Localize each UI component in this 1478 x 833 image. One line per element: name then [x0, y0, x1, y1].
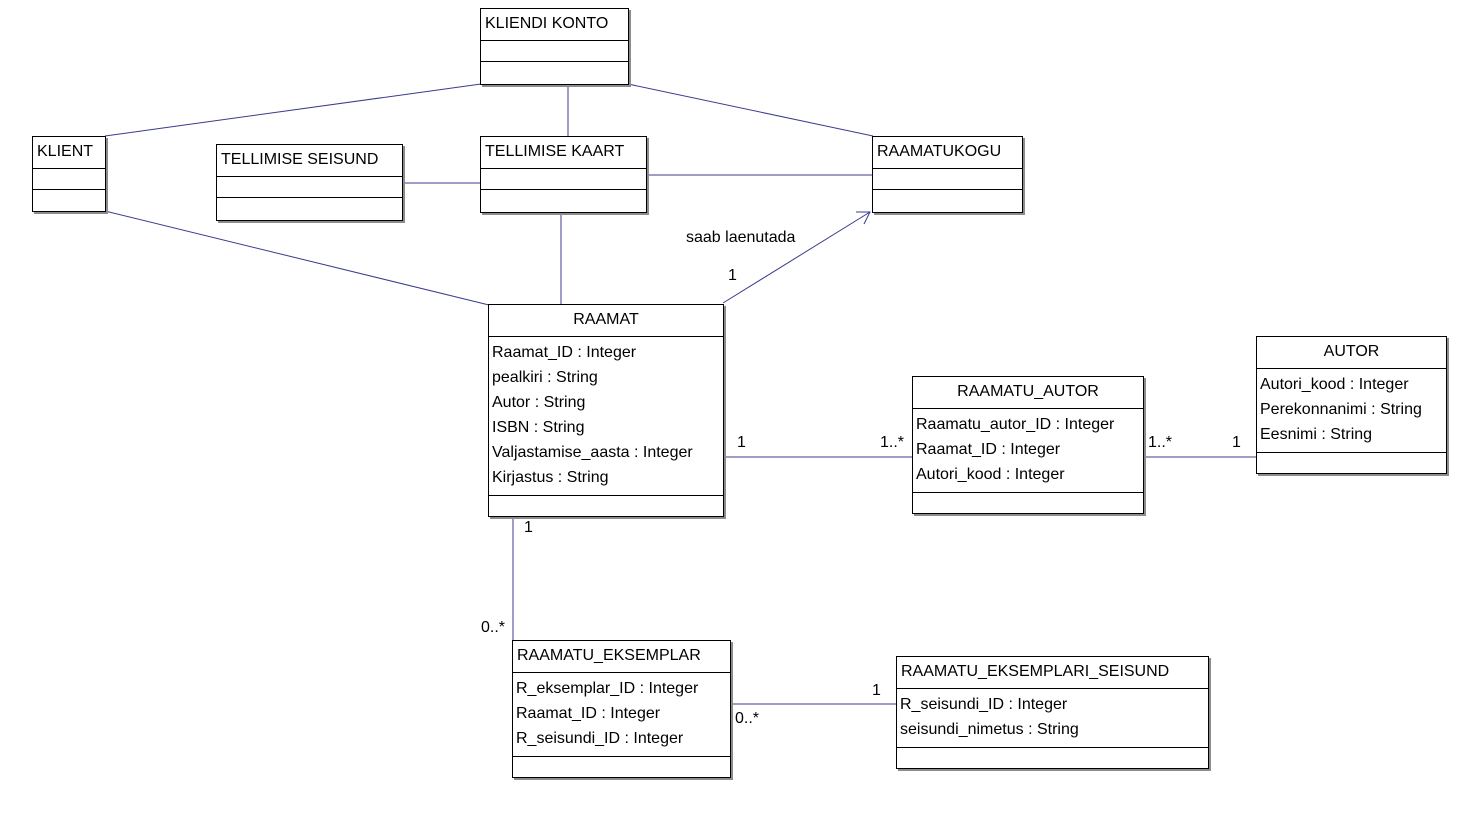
operation-compartment: [913, 493, 1143, 514]
operation-compartment: [217, 198, 402, 220]
operation-compartment: [481, 62, 628, 84]
operation-compartment: [513, 757, 730, 778]
attribute: Perekonnanimi : String: [1260, 401, 1422, 418]
attribute: R_seisundi_ID : Integer: [516, 730, 684, 747]
link-klient-kliendi-konto: [104, 83, 482, 137]
class-name: TELLIMISE SEISUND: [217, 145, 402, 177]
multiplicity-label: 1: [1232, 434, 1241, 451]
class-raamat[interactable]: RAAMAT Raamat_ID : Integer pealkiri : St…: [488, 304, 724, 517]
operation-compartment: [1257, 453, 1446, 474]
attribute-compartment: Raamatu_autor_ID : Integer Raamat_ID : I…: [913, 409, 1143, 493]
class-name: KLIENT: [33, 137, 105, 169]
class-name: RAAMATUKOGU: [873, 137, 1022, 169]
class-klient[interactable]: KLIENT: [32, 136, 106, 212]
link-klient-raamat: [104, 210, 490, 306]
class-tellimise-kaart[interactable]: TELLIMISE KAART: [480, 136, 647, 213]
class-tellimise-seisund[interactable]: TELLIMISE SEISUND: [216, 144, 403, 221]
operation-compartment: [489, 496, 723, 517]
multiplicity-label: 1: [737, 434, 746, 451]
multiplicity-label: 1: [524, 519, 533, 536]
attribute: Raamat_ID : Integer: [492, 344, 637, 361]
attribute: Raamatu_autor_ID : Integer: [916, 416, 1115, 433]
attribute: Valjastamise_aasta : Integer: [492, 444, 693, 461]
multiplicity-label: 1: [872, 682, 881, 699]
attribute-compartment: [481, 41, 628, 62]
class-raamatu-eksemplari-seisund[interactable]: RAAMATU_EKSEMPLARI_SEISUND R_seisundi_ID…: [896, 656, 1209, 769]
attribute: pealkiri : String: [492, 369, 598, 386]
operation-compartment: [33, 190, 105, 211]
attribute: Raamat_ID : Integer: [916, 441, 1061, 458]
class-raamatu-autor[interactable]: RAAMATU_AUTOR Raamatu_autor_ID : Integer…: [912, 376, 1144, 514]
class-autor[interactable]: AUTOR Autori_kood : Integer Perekonnanim…: [1256, 336, 1447, 474]
attribute-compartment: [873, 169, 1022, 190]
class-name: TELLIMISE KAART: [481, 137, 646, 169]
class-name: RAAMATU_EKSEMPLAR: [513, 641, 730, 673]
attribute: seisundi_nimetus : String: [900, 721, 1079, 738]
class-kliendi-konto[interactable]: KLIENDI KONTO: [480, 8, 629, 85]
class-name: KLIENDI KONTO: [481, 9, 628, 41]
operation-compartment: [481, 190, 646, 212]
attribute-compartment: Autori_kood : Integer Perekonnanimi : St…: [1257, 369, 1446, 453]
attribute: Raamat_ID : Integer: [516, 705, 661, 722]
link-kliendi-konto-raamatukogu: [627, 83, 874, 137]
attribute-compartment: Raamat_ID : Integer pealkiri : String Au…: [489, 337, 723, 496]
attribute: R_eksemplar_ID : Integer: [516, 680, 699, 697]
attribute: Autori_kood : Integer: [1260, 376, 1409, 393]
attribute: Autori_kood : Integer: [916, 466, 1065, 483]
class-name: AUTOR: [1257, 337, 1446, 369]
class-raamatukogu[interactable]: RAAMATUKOGU: [872, 136, 1023, 213]
attribute: Autor : String: [492, 394, 586, 411]
attribute-compartment: [481, 169, 646, 190]
multiplicity-label: 1: [728, 267, 737, 284]
attribute-compartment: [217, 177, 402, 198]
class-name: RAAMATU_EKSEMPLARI_SEISUND: [897, 657, 1208, 689]
attribute: R_seisundi_ID : Integer: [900, 696, 1068, 713]
operation-compartment: [873, 190, 1022, 212]
attribute-compartment: [33, 169, 105, 190]
multiplicity-label: 0..*: [735, 710, 760, 727]
attribute-compartment: R_seisundi_ID : Integer seisundi_nimetus…: [897, 689, 1208, 748]
multiplicity-label: 0..*: [481, 619, 506, 636]
multiplicity-label: 1..*: [880, 434, 905, 451]
arrowhead-raamatukogu: [856, 211, 871, 225]
class-raamatu-eksemplar[interactable]: RAAMATU_EKSEMPLAR R_eksemplar_ID : Integ…: [512, 640, 731, 778]
attribute: ISBN : String: [492, 419, 585, 436]
link-raamat-raamatukogu: [722, 211, 871, 304]
attribute: Kirjastus : String: [492, 469, 609, 486]
attribute-compartment: R_eksemplar_ID : Integer Raamat_ID : Int…: [513, 673, 730, 757]
class-name: RAAMAT: [489, 305, 723, 337]
operation-compartment: [897, 748, 1208, 769]
attribute: Eesnimi : String: [1260, 426, 1373, 443]
class-name: RAAMATU_AUTOR: [913, 377, 1143, 409]
multiplicity-label: 1..*: [1148, 434, 1173, 451]
association-label: saab laenutada: [686, 229, 796, 246]
